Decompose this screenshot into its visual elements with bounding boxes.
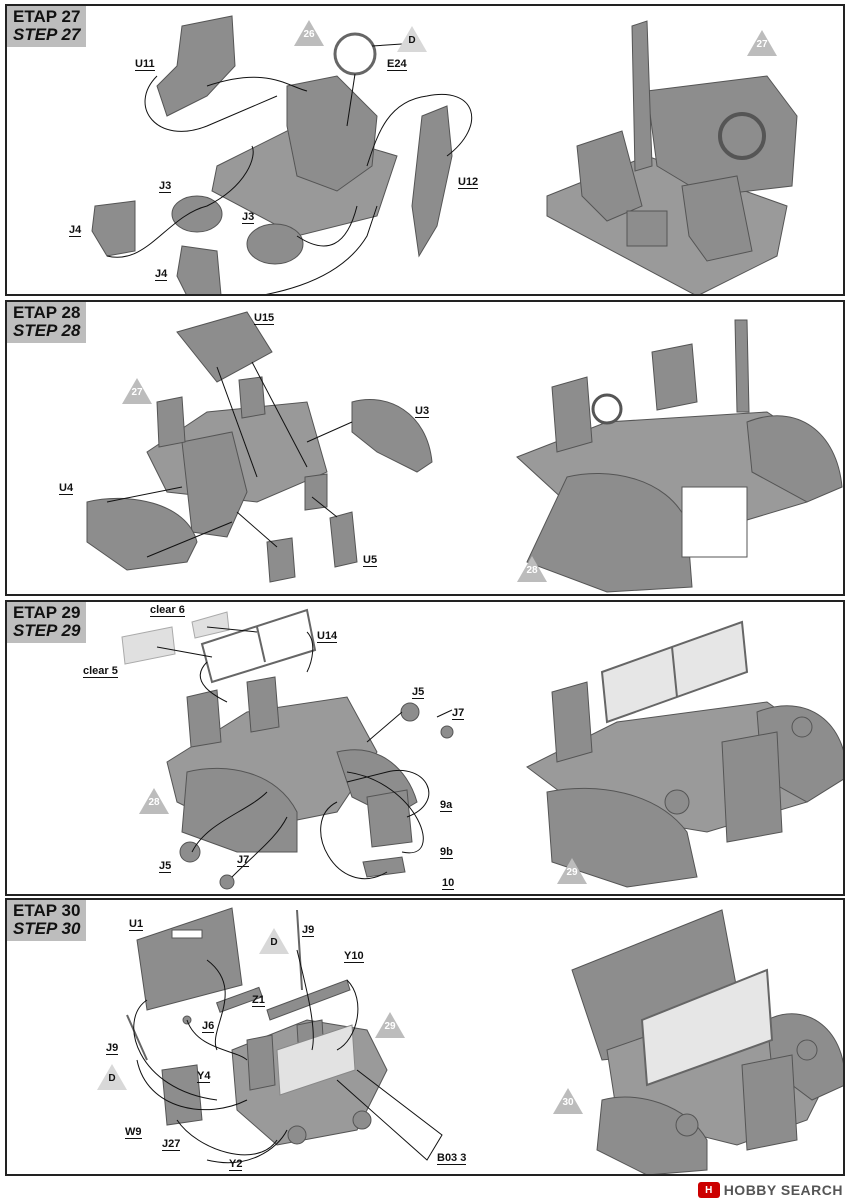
- step-28-panel: ETAP 28 STEP 28 U15 27 U3 U4 U5 28: [5, 300, 845, 596]
- step-27-etap: ETAP 27: [13, 7, 81, 26]
- label-u14: U14: [317, 630, 338, 643]
- step-29-step: STEP 29: [13, 621, 81, 640]
- step-28-header: ETAP 28 STEP 28: [7, 302, 87, 343]
- step-27-step: STEP 27: [13, 25, 81, 44]
- step-29-header: ETAP 29 STEP 29: [7, 602, 87, 643]
- label-y4: Y4: [197, 1070, 211, 1083]
- result-27: 27: [756, 39, 768, 50]
- step-28-etap: ETAP 28: [13, 303, 81, 322]
- label-u5: U5: [363, 554, 378, 567]
- callout-28-triangle: 28: [139, 788, 169, 814]
- step-30-header: ETAP 30 STEP 30: [7, 900, 87, 941]
- step-27-header: ETAP 27 STEP 27: [7, 6, 87, 47]
- label-clear-5: clear 5: [83, 665, 118, 678]
- step-29-panel: ETAP 29 STEP 29 clear 6 U14 clear 5 J5 J…: [5, 600, 845, 896]
- label-j5-b: J5: [159, 860, 172, 873]
- label-j6: J6: [202, 1020, 215, 1033]
- label-9a: 9a: [440, 799, 453, 812]
- callout-d: D: [408, 35, 416, 46]
- callout-28: 28: [148, 797, 160, 808]
- step-30-step: STEP 30: [13, 919, 81, 938]
- result-28: 28: [526, 565, 538, 576]
- hobby-search-logo-icon: H: [697, 1182, 720, 1198]
- step-28-artwork: [86, 311, 843, 593]
- callout-27: 27: [131, 387, 143, 398]
- result-28-triangle: 28: [517, 556, 547, 582]
- step-29-etap: ETAP 29: [13, 603, 81, 622]
- label-j3-a: J3: [159, 180, 172, 193]
- label-y2: Y2: [229, 1158, 243, 1171]
- callout-d-triangle-b: D: [97, 1064, 127, 1090]
- label-u4: U4: [59, 482, 74, 495]
- label-u12: U12: [458, 176, 479, 189]
- label-u1: U1: [129, 918, 144, 931]
- callout-d-triangle-a: D: [259, 928, 289, 954]
- label-u15: U15: [254, 312, 275, 325]
- step-29-artwork: [121, 608, 843, 890]
- step-27-artwork: [91, 15, 798, 294]
- result-30: 30: [562, 1097, 574, 1108]
- label-y10: Y10: [344, 950, 364, 963]
- label-u11: U11: [135, 58, 155, 71]
- callout-26-triangle: 26: [294, 20, 324, 46]
- label-j5-a: J5: [412, 686, 425, 699]
- step-27-panel: ETAP 27 STEP 27 26 D U11 E24 U12 J3 J3 J…: [5, 4, 845, 296]
- hobby-search-watermark: H HOBBY SEARCH: [697, 1182, 843, 1198]
- result-29: 29: [566, 867, 578, 878]
- label-z1: Z1: [252, 994, 265, 1007]
- step-28-step: STEP 28: [13, 321, 81, 340]
- label-j4-a: J4: [69, 224, 82, 237]
- result-30-triangle: 30: [553, 1088, 583, 1114]
- hobby-search-brand: HOBBY SEARCH: [723, 1182, 843, 1198]
- label-j7-a: J7: [452, 707, 465, 720]
- label-b03-3: B03 3: [437, 1152, 467, 1165]
- callout-d-a: D: [270, 937, 278, 948]
- label-j27: J27: [162, 1138, 181, 1151]
- label-j9-a: J9: [302, 924, 315, 937]
- result-29-triangle: 29: [557, 858, 587, 884]
- callout-26: 26: [303, 29, 315, 40]
- callout-d-triangle: D: [397, 26, 427, 52]
- label-9b: 9b: [440, 846, 453, 859]
- label-j9-b: J9: [106, 1042, 119, 1055]
- label-e24: E24: [387, 58, 407, 71]
- label-j4-b: J4: [155, 268, 168, 281]
- label-w9: W9: [125, 1126, 142, 1139]
- label-j7-b: J7: [237, 854, 250, 867]
- callout-29: 29: [384, 1021, 396, 1032]
- label-clear-6: clear 6: [150, 604, 185, 617]
- step-30-artwork: [126, 907, 843, 1174]
- label-j3-b: J3: [242, 211, 255, 224]
- step-30-etap: ETAP 30: [13, 901, 81, 920]
- callout-d-b: D: [108, 1073, 116, 1084]
- callout-27-triangle: 27: [122, 378, 152, 404]
- result-27-triangle: 27: [747, 30, 777, 56]
- label-u3: U3: [415, 405, 430, 418]
- step-30-panel: ETAP 30 STEP 30 U1 D J9 Y10 Z1 J6 29 J9 …: [5, 898, 845, 1176]
- callout-29-triangle: 29: [375, 1012, 405, 1038]
- label-10: 10: [442, 877, 455, 890]
